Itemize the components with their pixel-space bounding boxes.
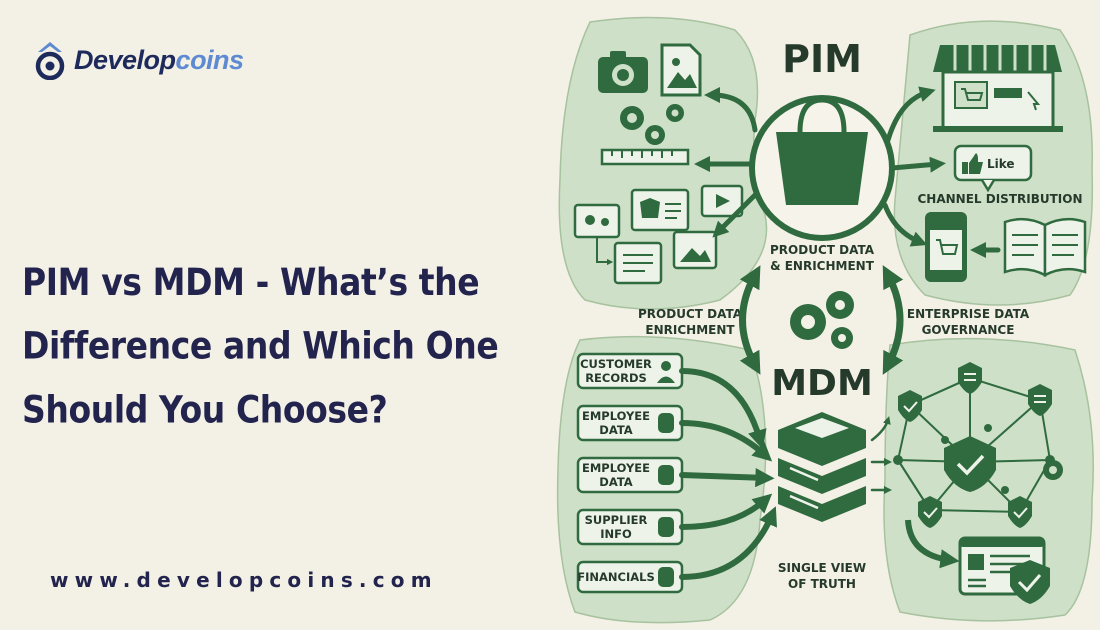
shield-check-icon bbox=[944, 436, 996, 492]
like-icon bbox=[953, 144, 1033, 193]
governance-line-2: GOVERNANCE bbox=[922, 323, 1015, 337]
dashboard-card-icon bbox=[958, 536, 1050, 604]
shield-icon bbox=[898, 390, 922, 422]
left-enrichment-line-1: PRODUCT DATA bbox=[638, 307, 743, 321]
shield-icon bbox=[918, 496, 942, 528]
title-line-1: PIM vs MDM - What’s the bbox=[22, 260, 480, 304]
source-2-line-2: DATA bbox=[599, 423, 633, 437]
source-4-line-1: SUPPLIER bbox=[585, 513, 648, 527]
governance-line-1: ENTERPRISE DATA bbox=[907, 307, 1030, 321]
page-title: PIM vs MDM - What’s the Difference and W… bbox=[22, 250, 522, 442]
left-enrichment-line-2: ENRICHMENT bbox=[645, 323, 735, 337]
brand-logo[interactable]: Developcoins bbox=[32, 40, 244, 80]
source-4-line-2: INFO bbox=[600, 527, 632, 541]
single-view-line-1: SINGLE VIEW bbox=[778, 561, 866, 575]
source-employee-data-1: EMPLOYEE DATA bbox=[576, 404, 684, 442]
camera-icon bbox=[598, 51, 648, 93]
brand-name: Developcoins bbox=[74, 45, 244, 76]
mobile-shop-icon bbox=[925, 212, 967, 282]
server-stack-icon bbox=[778, 412, 866, 522]
source-employee-data-2: EMPLOYEE DATA bbox=[576, 456, 684, 494]
mdm-outflow-arrows bbox=[870, 416, 893, 495]
ruler-icon bbox=[600, 148, 690, 166]
governance-network bbox=[893, 362, 1063, 528]
sync-arrows bbox=[739, 265, 904, 375]
source-1-line-1: CUSTOMER bbox=[580, 357, 652, 371]
source-supplier-info: SUPPLIER INFO bbox=[576, 508, 684, 546]
catalog-book-icon bbox=[1003, 217, 1087, 278]
source-5-line-1: FINANCIALS bbox=[577, 570, 655, 584]
image-file-icon bbox=[660, 43, 702, 97]
gears-icon bbox=[620, 104, 684, 145]
like-label: Like bbox=[987, 157, 1015, 171]
brand-name-prefix: Develop bbox=[74, 44, 176, 75]
shield-icon bbox=[958, 362, 982, 394]
source-3-line-2: DATA bbox=[599, 475, 633, 489]
product-data-enrichment-line-2: & ENRICHMENT bbox=[770, 259, 875, 273]
logo-icon bbox=[35, 42, 65, 80]
single-view-line-2: OF TRUTH bbox=[788, 577, 856, 591]
person-icon bbox=[657, 361, 675, 383]
source-1-line-2: RECORDS bbox=[585, 371, 647, 385]
database-icon bbox=[658, 413, 674, 433]
source-financials: FINANCIALS bbox=[576, 560, 684, 594]
source-2-line-1: EMPLOYEE bbox=[582, 409, 650, 423]
product-data-enrichment-line-1: PRODUCT DATA bbox=[770, 243, 875, 257]
channel-distribution-label: CHANNEL DISTRIBUTION bbox=[918, 192, 1083, 206]
pim-arrows bbox=[693, 86, 1001, 259]
product-cards-icon bbox=[573, 184, 744, 285]
shield-icon bbox=[1028, 384, 1052, 416]
dashboard-arrow bbox=[905, 519, 960, 569]
center-gears-icon bbox=[790, 291, 854, 349]
source-boxes: CUSTOMER RECORDS EMPLOYEE DATA EMPLOYEE … bbox=[576, 352, 684, 594]
mdm-inflow-arrows bbox=[679, 368, 777, 580]
title-line-3: Should You Choose? bbox=[22, 387, 388, 432]
database-icon bbox=[658, 567, 674, 587]
source-customer-records: CUSTOMER RECORDS bbox=[576, 352, 684, 390]
pim-mdm-diagram: PIM bbox=[556, 16, 1094, 624]
database-icon bbox=[658, 465, 674, 485]
database-icon bbox=[658, 517, 674, 537]
source-3-line-1: EMPLOYEE bbox=[582, 461, 650, 475]
brand-name-suffix: coins bbox=[175, 44, 245, 75]
storefront-icon bbox=[933, 45, 1063, 132]
shopping-bag-icon bbox=[749, 95, 895, 241]
pim-title: PIM bbox=[782, 37, 862, 81]
website-url[interactable]: www.developcoins.com bbox=[50, 568, 438, 592]
shield-icon bbox=[1008, 496, 1032, 528]
title-line-2: Difference and Which One bbox=[22, 323, 499, 368]
mdm-title: MDM bbox=[771, 363, 873, 404]
gear-icon bbox=[1043, 460, 1063, 480]
